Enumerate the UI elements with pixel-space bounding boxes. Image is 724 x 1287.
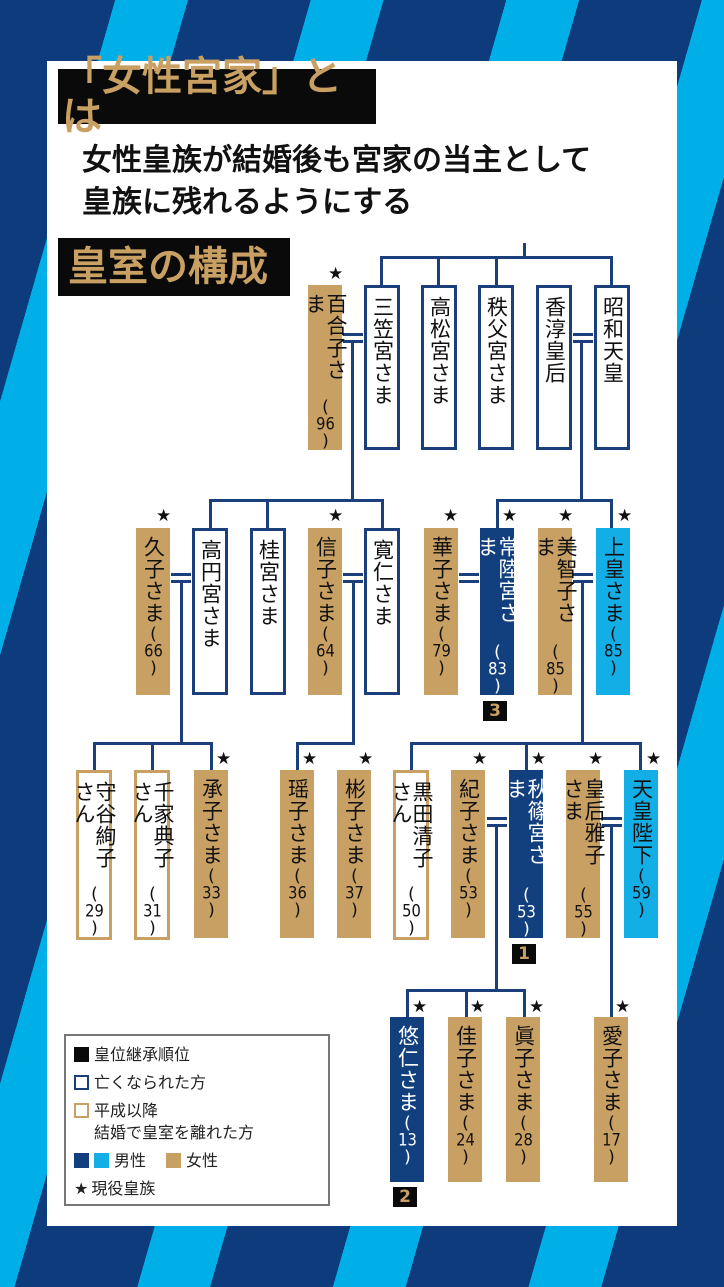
active-star-icon: ★ <box>588 749 604 769</box>
succession-rank-badge: 3 <box>483 701 507 721</box>
subtitle-line-1: 女性皇族が結婚後も宮家の当主として <box>82 143 592 178</box>
subtitle: 女性皇族が結婚後も宮家の当主として 皇族に残れるようにする <box>82 140 672 224</box>
legend: 皇位継承順位 亡くなられた方 平成以降結婚で皇室を離れた方 男性 女性 ★ 現役… <box>64 1034 330 1206</box>
member-hisako: 久子さま(66) <box>136 528 170 695</box>
member-akishino: 秋篠宮さま(53) <box>504 770 549 938</box>
active-star-icon: ★ <box>529 997 545 1017</box>
page-title-text: 「女性宮家」とは <box>62 53 342 140</box>
member-kuroda-sayako: 黒田清子さん(50) <box>389 770 434 940</box>
member-chichibu: 秩父宮さま <box>478 285 514 450</box>
legend-deceased: 亡くなられた方 <box>74 1072 320 1094</box>
member-akiko: 彬子さま(37) <box>337 770 371 938</box>
member-empress-masako: 皇后雅子さま(55) <box>561 770 606 938</box>
member-showa: 昭和天皇 <box>594 285 630 450</box>
active-star-icon: ★ <box>646 749 662 769</box>
active-star-icon: ★ <box>443 506 459 526</box>
active-star-icon: ★ <box>470 997 486 1017</box>
member-kako: 佳子さま(24) <box>448 1017 482 1182</box>
member-kojun: 香淳皇后 <box>536 285 572 450</box>
active-star-icon: ★ <box>328 506 344 526</box>
member-nobuko: 信子さま(64) <box>308 528 342 695</box>
active-star-icon: ★ <box>531 749 547 769</box>
active-star-icon: ★ <box>615 997 631 1017</box>
active-star-icon: ★ <box>502 506 518 526</box>
tan-square-icon <box>166 1153 182 1168</box>
legend-gender: 男性 女性 <box>74 1150 320 1172</box>
sky-square-icon <box>94 1153 109 1168</box>
active-star-icon: ★ <box>617 506 633 526</box>
tan-outline-square-icon <box>74 1103 89 1118</box>
active-star-icon: ★ <box>358 749 374 769</box>
member-tsuguko: 承子さま(33) <box>194 770 228 938</box>
active-star-icon: ★ <box>328 264 344 284</box>
legend-succession: 皇位継承順位 <box>74 1044 320 1066</box>
active-star-icon: ★ <box>558 506 574 526</box>
member-hitachi: 常陸宮さま(83) <box>475 528 520 695</box>
black-square-icon <box>74 1047 89 1062</box>
member-yoko: 瑶子さま(36) <box>280 770 314 938</box>
navy-outline-square-icon <box>74 1075 89 1090</box>
legend-left-by-marriage: 平成以降結婚で皇室を離れた方 <box>74 1100 320 1144</box>
active-star-icon: ★ <box>156 506 172 526</box>
succession-rank-badge: 2 <box>393 1187 417 1207</box>
member-kiko: 紀子さま(53) <box>451 770 485 938</box>
section-title: 皇室の構成 <box>58 238 290 296</box>
navy-square-icon <box>74 1153 89 1168</box>
member-michiko: 美智子さま(85) <box>533 528 578 695</box>
member-joko: 上皇さま(85) <box>596 528 630 695</box>
active-star-icon: ★ <box>216 749 232 769</box>
member-mako: 眞子さま(28) <box>506 1017 540 1182</box>
member-hanako: 華子さま(79) <box>424 528 458 695</box>
subtitle-line-2: 皇族に残れるようにする <box>82 185 413 220</box>
member-hisahito: 悠仁さま(13) <box>390 1017 424 1182</box>
member-aiko: 愛子さま(17) <box>594 1017 628 1182</box>
member-emperor: 天皇陛下(59) <box>624 770 658 938</box>
member-moriya-ayako: 守谷絢子さん(29) <box>72 770 117 940</box>
star-icon: ★ <box>74 1179 89 1198</box>
member-katsura: 桂宮さま <box>250 528 286 695</box>
active-star-icon: ★ <box>472 749 488 769</box>
active-star-icon: ★ <box>412 997 428 1017</box>
member-takamatsu: 高松宮さま <box>421 285 457 450</box>
active-star-icon: ★ <box>302 749 318 769</box>
page-title: 「女性宮家」とは <box>58 57 376 137</box>
member-yuriko: 百合子さま(96) <box>303 285 348 450</box>
succession-rank-badge: 1 <box>512 944 536 964</box>
member-takamado: 高円宮さま <box>192 528 228 695</box>
section-title-text: 皇室の構成 <box>68 244 268 290</box>
member-mikasa: 三笠宮さま <box>364 285 400 450</box>
legend-active: ★ 現役皇族 <box>74 1179 156 1198</box>
member-senge-noriko: 千家典子さん(31) <box>130 770 175 940</box>
member-tomohito: 寛仁さま <box>364 528 400 695</box>
